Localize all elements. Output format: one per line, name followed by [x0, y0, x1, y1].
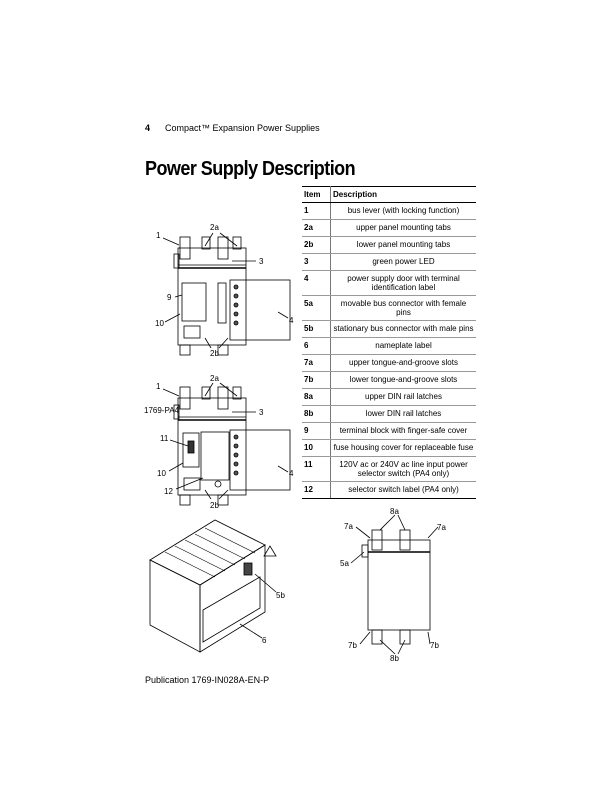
callout-8b: 8b — [390, 654, 399, 663]
callout-2a: 2a — [210, 374, 219, 383]
callout-7b-left: 7b — [348, 641, 357, 650]
item-cell: 11 — [302, 456, 331, 482]
description-cell: stationary bus connector with male pins — [330, 320, 476, 338]
figure-power-supply-pa4-front: 1 2a 1769-PA4 3 11 10 4 12 2b — [144, 374, 294, 510]
callout-6: 6 — [262, 636, 267, 645]
description-cell: power supply door with terminal identifi… — [330, 270, 476, 296]
callout-11: 11 — [160, 434, 169, 443]
item-cell: 8a — [302, 388, 331, 406]
item-cell: 7b — [302, 371, 331, 389]
description-cell: upper panel mounting tabs — [330, 219, 476, 237]
callout-5b: 5b — [276, 591, 285, 600]
callout-7b-right: 7b — [430, 641, 439, 650]
callout-8a: 8a — [390, 507, 399, 516]
callout-1: 1 — [156, 382, 161, 391]
item-cell: 10 — [302, 439, 331, 457]
callout-12: 12 — [164, 487, 173, 496]
item-cell: 3 — [302, 253, 331, 271]
callout-7a-left: 7a — [344, 522, 353, 531]
callout-1: 1 — [156, 231, 161, 240]
item-cell: 7a — [302, 354, 331, 372]
publication-footer: Publication 1769-IN028A-EN-P — [145, 675, 270, 685]
callout-3: 3 — [259, 408, 264, 417]
callout-2a: 2a — [210, 223, 219, 232]
callout-3: 3 — [259, 257, 264, 266]
description-cell: terminal block with finger-safe cover — [330, 422, 476, 440]
item-cell: 8b — [302, 405, 331, 423]
running-header: Compact™ Expansion Power Supplies — [165, 123, 320, 133]
item-cell: 5a — [302, 295, 331, 321]
item-cell: 1 — [302, 202, 331, 220]
item-cell: 6 — [302, 337, 331, 355]
callout-10: 10 — [155, 319, 164, 328]
description-cell: upper DIN rail latches — [330, 388, 476, 406]
item-cell: 5b — [302, 320, 331, 338]
column-header-item: Item — [302, 186, 331, 203]
description-cell: lower tongue-and-groove slots — [330, 371, 476, 389]
callout-2b: 2b — [210, 349, 219, 358]
column-header-description: Description — [330, 186, 476, 203]
callout-4: 4 — [289, 316, 294, 325]
callout-2b: 2b — [210, 501, 219, 510]
figure-power-supply-isometric: 5b 6 — [149, 519, 285, 653]
callout-10: 10 — [157, 469, 166, 478]
item-cell: 4 — [302, 270, 331, 296]
model-label: 1769-PA4 — [144, 406, 180, 415]
description-cell: upper tongue-and-groove slots — [330, 354, 476, 372]
description-cell: selector switch label (PA4 only) — [330, 481, 476, 499]
description-cell: movable bus connector with female pins — [330, 295, 476, 321]
item-cell: 2a — [302, 219, 331, 237]
item-cell: 12 — [302, 481, 331, 499]
description-cell: 120V ac or 240V ac line input power sele… — [330, 456, 476, 482]
callout-4: 4 — [289, 469, 294, 478]
item-cell: 9 — [302, 422, 331, 440]
figure-power-supply-side: 7a 8a 7a 5a 7b 8b 7b — [340, 507, 446, 663]
description-cell: nameplate label — [330, 337, 476, 355]
description-cell: lower panel mounting tabs — [330, 236, 476, 254]
description-cell: green power LED — [330, 253, 476, 271]
description-cell: bus lever (with locking function) — [330, 202, 476, 220]
callout-9: 9 — [167, 293, 172, 302]
page-title: Power Supply Description — [145, 158, 356, 180]
callout-7a-right: 7a — [437, 523, 446, 532]
item-cell: 2b — [302, 236, 331, 254]
figure-power-supply-front: 1 2a 3 9 10 4 2b — [155, 223, 294, 358]
page-number: 4 — [145, 123, 151, 133]
description-cell: fuse housing cover for replaceable fuse — [330, 439, 476, 457]
description-cell: lower DIN rail latches — [330, 405, 476, 423]
callout-5a: 5a — [340, 559, 349, 568]
